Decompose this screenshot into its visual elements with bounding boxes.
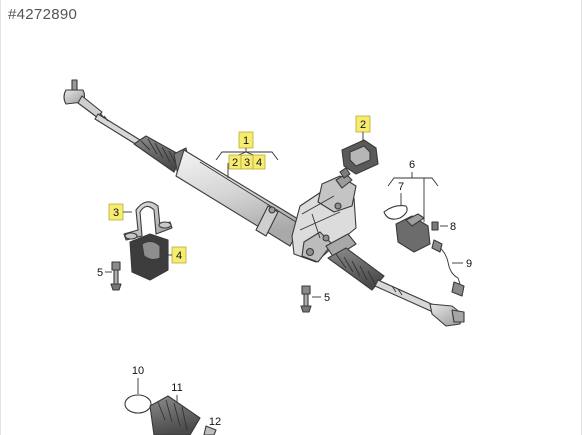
callout-10[interactable]: 10	[132, 365, 144, 377]
callout-5-left[interactable]: 5	[97, 267, 103, 279]
bellows-boot-right	[327, 247, 385, 291]
sensor-screw	[431, 221, 439, 231]
steering-gear-housing	[291, 167, 357, 263]
callout-8[interactable]: 8	[450, 221, 456, 233]
bellows-boot-service	[149, 395, 201, 435]
callout-5-right[interactable]: 5	[324, 292, 330, 304]
callout-6-bracket	[387, 172, 439, 222]
callout-3-label: 3	[113, 207, 119, 219]
callout-1-label: 1	[243, 135, 249, 147]
callout-1-sub-3[interactable]: 3	[240, 154, 254, 170]
callout-3[interactable]: 3	[108, 203, 124, 221]
callout-1-sub-4-label: 4	[256, 157, 262, 169]
gasket-ring	[341, 139, 379, 175]
callout-2-label: 2	[360, 119, 366, 131]
tie-rod-end-right	[429, 303, 465, 327]
callout-1-bracket	[215, 148, 279, 178]
callout-1-sub-4[interactable]: 4	[252, 154, 266, 170]
sensor-module	[395, 213, 431, 253]
callout-2[interactable]: 2	[355, 115, 371, 133]
tie-rod-end-left	[63, 79, 103, 119]
sensor-o-ring	[383, 205, 408, 220]
rubber-bushing	[129, 233, 169, 281]
callout-7[interactable]: 7	[398, 181, 404, 193]
inner-tie-rod-service	[203, 425, 217, 435]
rack-housing-tube	[175, 149, 304, 247]
callout-1-sub-3-label: 3	[244, 157, 250, 169]
tie-rod-right	[374, 279, 437, 313]
callout-9[interactable]: 9	[466, 258, 472, 270]
callout-11[interactable]: 11	[171, 382, 182, 394]
callout-4-label: 4	[176, 250, 182, 262]
callout-4[interactable]: 4	[171, 246, 187, 264]
callout-1-sub-2-label: 2	[232, 157, 238, 169]
callout-6[interactable]: 6	[409, 159, 415, 171]
boot-clamp-ring	[124, 394, 152, 414]
part-number-label: #4272890	[8, 6, 78, 23]
bolt-left	[110, 261, 122, 291]
sensor-cable	[431, 239, 465, 297]
bolt-right	[300, 285, 312, 313]
callout-1-sub-2[interactable]: 2	[228, 154, 242, 170]
callout-1[interactable]: 1	[238, 131, 254, 149]
mounting-clamp	[123, 201, 173, 241]
callout-12[interactable]: 12	[209, 416, 221, 428]
tie-rod-left	[94, 112, 141, 146]
